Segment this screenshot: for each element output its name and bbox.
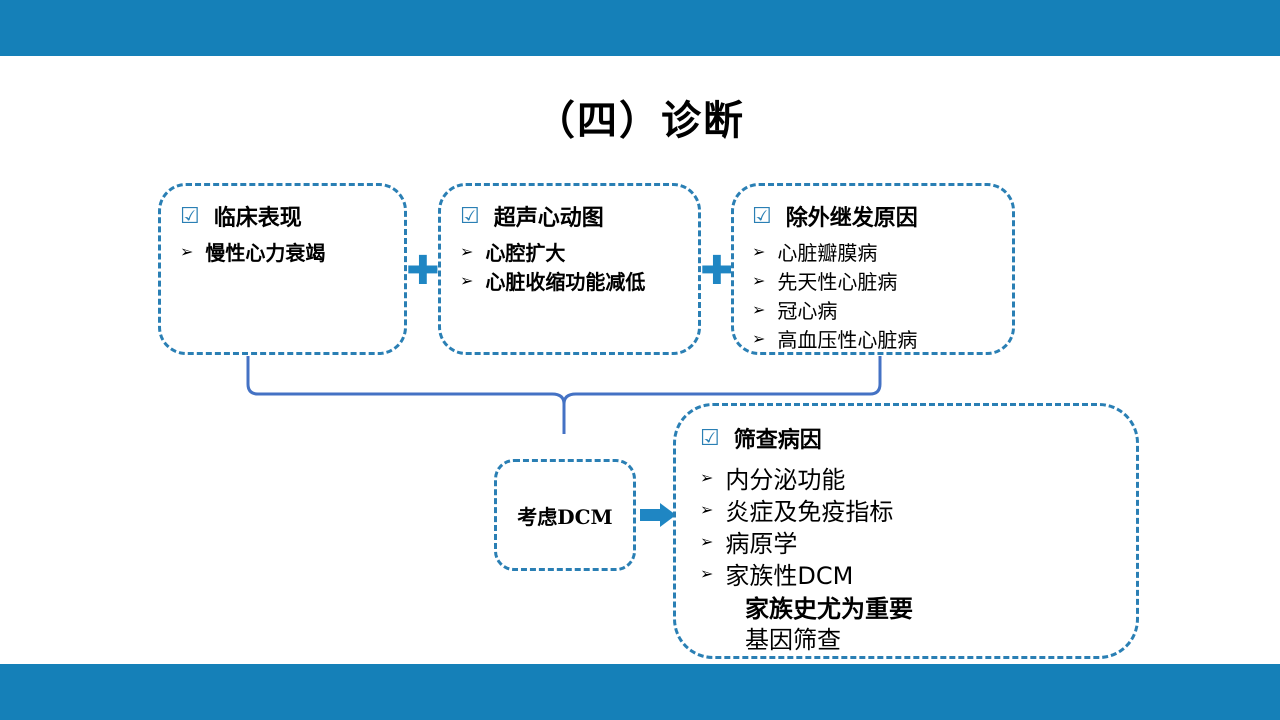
exclude-item-text: 高血压性心脏病 xyxy=(777,328,918,352)
bullet-arrow-icon: ➢ xyxy=(752,329,766,348)
clinical-box xyxy=(158,183,407,355)
clinical-item: ➢ 慢性心力衰竭 xyxy=(180,237,325,266)
echo-box xyxy=(438,183,701,355)
exclude-heading: ☑ 除外继发原因 xyxy=(752,200,918,232)
exclude-box xyxy=(731,183,1015,355)
consider-box xyxy=(494,459,636,571)
bullet-arrow-icon: ➢ xyxy=(752,300,766,319)
screen-box xyxy=(673,403,1139,659)
consider-label: 考虑DCM xyxy=(517,504,613,529)
screen-item-text: 内分泌功能 xyxy=(725,466,846,494)
plus-icon: ✚ xyxy=(406,248,440,294)
bullet-arrow-icon: ➢ xyxy=(700,564,714,583)
exclude-item: ➢ 心脏瓣膜病 xyxy=(752,237,877,266)
bullet-arrow-icon: ➢ xyxy=(700,532,714,551)
page-title: （四）诊断 xyxy=(535,98,745,144)
right-arrow-icon xyxy=(640,503,676,527)
screen-item: ➢ 内分泌功能 xyxy=(700,460,845,495)
checkbox-icon: ☑ xyxy=(700,425,720,451)
screen-item-text: 病原学 xyxy=(725,530,798,558)
exclude-item: ➢ 高血压性心脏病 xyxy=(752,324,917,353)
bullet-arrow-icon: ➢ xyxy=(700,468,714,487)
exclude-item-text: 先天性心脏病 xyxy=(777,270,898,294)
checkbox-icon: ☑ xyxy=(460,203,480,229)
screen-heading: ☑ 筛查病因 xyxy=(700,422,822,454)
exclude-heading-text: 除外继发原因 xyxy=(785,206,918,231)
bullet-arrow-icon: ➢ xyxy=(752,242,766,261)
exclude-item: ➢ 先天性心脏病 xyxy=(752,266,897,295)
screen-heading-text: 筛查病因 xyxy=(733,428,822,453)
plus-icon: ✚ xyxy=(700,248,734,294)
bullet-arrow-icon: ➢ xyxy=(752,271,766,290)
screen-subitem: 基因筛查 xyxy=(745,626,841,654)
clinical-heading: ☑ 临床表现 xyxy=(180,200,302,232)
screen-item-text: 炎症及免疫指标 xyxy=(725,498,894,526)
echo-item-text: 心腔扩大 xyxy=(485,241,566,265)
echo-item-text: 心脏收缩功能减低 xyxy=(485,270,646,294)
bullet-arrow-icon: ➢ xyxy=(460,242,474,261)
screen-item-text: 家族性DCM xyxy=(725,562,854,590)
screen-subitem-bold: 家族史尤为重要 xyxy=(745,595,913,623)
bullet-arrow-icon: ➢ xyxy=(460,271,474,290)
checkbox-icon: ☑ xyxy=(180,203,200,229)
top-banner xyxy=(0,0,1280,56)
bottom-banner xyxy=(0,664,1280,720)
checkbox-icon: ☑ xyxy=(752,203,772,229)
screen-item: ➢ 病原学 xyxy=(700,524,797,559)
bullet-arrow-icon: ➢ xyxy=(180,242,194,261)
echo-heading-text: 超声心动图 xyxy=(493,206,604,231)
screen-item: ➢ 炎症及免疫指标 xyxy=(700,492,893,527)
clinical-heading-text: 临床表现 xyxy=(213,206,302,231)
exclude-item-text: 冠心病 xyxy=(777,299,838,323)
exclude-item: ➢ 冠心病 xyxy=(752,295,837,324)
echo-item: ➢ 心脏收缩功能减低 xyxy=(460,266,645,295)
echo-heading: ☑ 超声心动图 xyxy=(460,200,604,232)
echo-item: ➢ 心腔扩大 xyxy=(460,237,565,266)
exclude-item-text: 心脏瓣膜病 xyxy=(777,241,878,265)
bullet-arrow-icon: ➢ xyxy=(700,500,714,519)
brace-connector xyxy=(246,356,882,434)
screen-item: ➢ 家族性DCM xyxy=(700,556,853,591)
clinical-item-text: 慢性心力衰竭 xyxy=(205,241,326,265)
